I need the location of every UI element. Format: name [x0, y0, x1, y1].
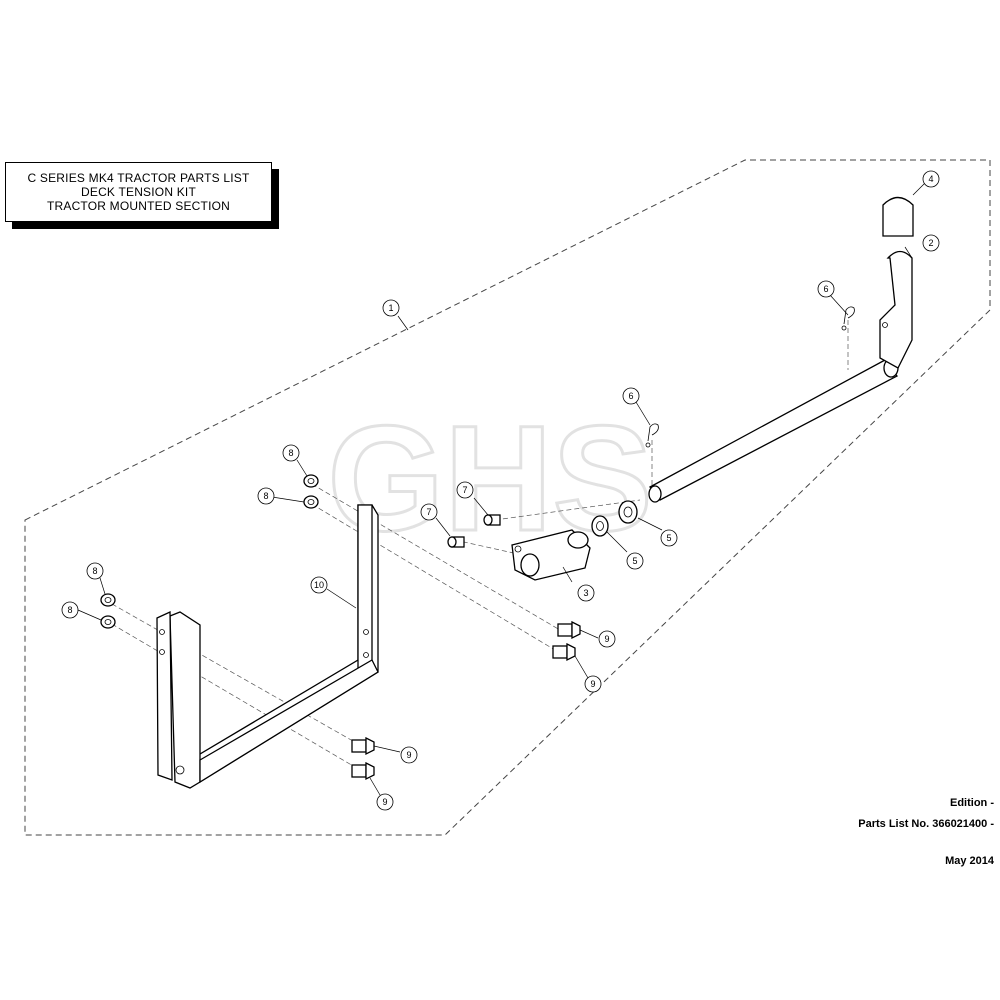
callout-8c: 8 — [86, 562, 104, 580]
callout-9d: 9 — [376, 793, 394, 811]
washer-small — [591, 515, 609, 537]
svg-text:5: 5 — [666, 533, 671, 543]
callout-6b: 6 — [622, 387, 640, 405]
spring-pin-upper — [841, 306, 855, 331]
nut-upper-right-b — [303, 495, 319, 509]
svg-text:8: 8 — [288, 448, 293, 458]
svg-text:9: 9 — [604, 634, 609, 644]
svg-text:3: 3 — [583, 588, 588, 598]
callout-9a: 9 — [598, 630, 616, 648]
svg-text:7: 7 — [462, 485, 467, 495]
callout-4: 4 — [922, 170, 940, 188]
svg-text:9: 9 — [382, 797, 387, 807]
svg-text:8: 8 — [263, 491, 268, 501]
svg-text:2: 2 — [928, 238, 933, 248]
callout-9b: 9 — [584, 675, 602, 693]
callout-10: 10 — [310, 576, 328, 594]
callout-5b: 5 — [626, 552, 644, 570]
end-cap — [882, 196, 914, 237]
flange-bolt-c — [351, 736, 375, 756]
callout-6a: 6 — [817, 280, 835, 298]
washer-large — [618, 500, 638, 524]
title-line-1: C SERIES MK4 TRACTOR PARTS LIST — [27, 171, 250, 185]
svg-text:8: 8 — [92, 566, 97, 576]
callout-9c: 9 — [400, 746, 418, 764]
flange-bolt-a — [557, 620, 581, 640]
exploded-guide-lines — [104, 320, 849, 771]
tension-shaft — [648, 358, 899, 503]
callout-8b: 8 — [257, 487, 275, 505]
spring-pin-lower — [645, 423, 659, 448]
svg-text:4: 4 — [928, 174, 933, 184]
svg-text:6: 6 — [628, 391, 633, 401]
svg-text:9: 9 — [406, 750, 411, 760]
callout-5a: 5 — [660, 529, 678, 547]
callout-2: 2 — [922, 234, 940, 252]
title-line-2: DECK TENSION KIT — [81, 185, 196, 199]
svg-text:10: 10 — [314, 580, 324, 590]
svg-text:1: 1 — [388, 303, 393, 313]
publication-date: May 2014 — [945, 855, 994, 867]
title-line-3: TRACTOR MOUNTED SECTION — [46, 199, 231, 213]
svg-text:5: 5 — [632, 556, 637, 566]
u-frame — [156, 504, 379, 789]
callout-7a: 7 — [456, 481, 474, 499]
callout-8d: 8 — [61, 601, 79, 619]
callout-1: 1 — [382, 299, 400, 317]
nut-upper-right-a — [303, 474, 319, 488]
flange-bolt-b — [552, 642, 576, 662]
callout-7b: 7 — [420, 503, 438, 521]
callout-8a: 8 — [282, 444, 300, 462]
svg-text:7: 7 — [426, 507, 431, 517]
shaft-bracket — [879, 250, 913, 369]
svg-text:6: 6 — [823, 284, 828, 294]
callout-3: 3 — [577, 584, 595, 602]
nut-lower-left-a — [100, 593, 116, 607]
flange-bolt-d — [351, 761, 375, 781]
title-box: C SERIES MK4 TRACTOR PARTS LIST DECK TEN… — [5, 162, 272, 222]
shoulder-bolt-lower — [447, 536, 465, 548]
nut-lower-left-b — [100, 615, 116, 629]
link-plate — [511, 529, 591, 581]
assembly-boundary — [24, 159, 991, 836]
edition-label: Edition - — [950, 797, 994, 809]
parts-list-number: Parts List No. 366021400 - — [858, 818, 994, 830]
shoulder-bolt-upper — [483, 514, 501, 526]
svg-text:9: 9 — [590, 679, 595, 689]
callout-leaders — [77, 181, 927, 796]
svg-text:8: 8 — [67, 605, 72, 615]
